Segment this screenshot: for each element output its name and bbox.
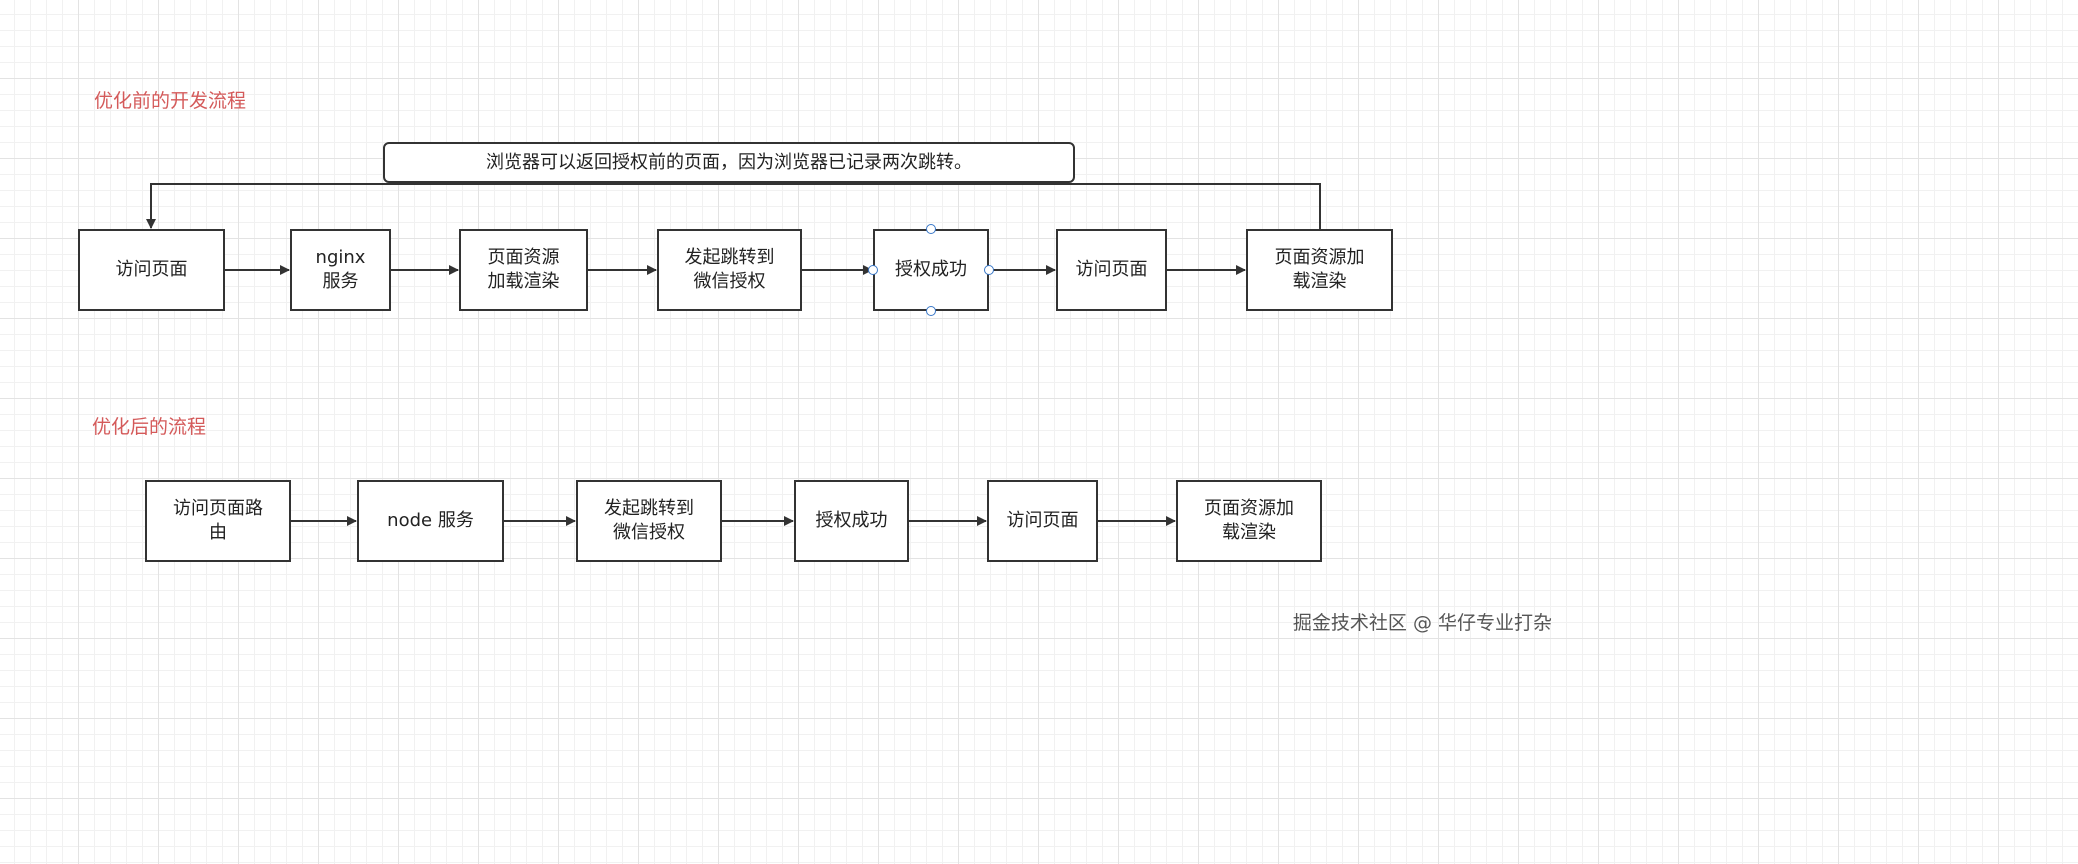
after-node-resource-render[interactable]: 页面资源加载渲染 (1176, 480, 1322, 562)
before-node-resource-render-again[interactable]: 页面资源加载渲染 (1246, 229, 1393, 311)
before-node-auth-success[interactable]: 授权成功 (873, 229, 989, 311)
selection-handle-top[interactable] (926, 224, 936, 234)
before-node-visit-page[interactable]: 访问页面 (78, 229, 225, 311)
after-node-label: 访问页面 (1006, 510, 1079, 531)
flow-connectors (146, 183, 1321, 526)
after-node-wechat-redirect[interactable]: 发起跳转到微信授权 (576, 480, 722, 562)
after-node-auth-success[interactable]: 授权成功 (794, 480, 909, 562)
before-node-visit-page-again[interactable]: 访问页面 (1056, 229, 1167, 311)
before-flow-title: 优化前的开发流程 (94, 90, 247, 112)
selection-handle-left[interactable] (868, 265, 878, 275)
before-node-label: 访问页面 (115, 259, 188, 280)
before-node-label: 授权成功 (895, 259, 967, 280)
after-node-node-service[interactable]: node 服务 (357, 480, 504, 562)
after-node-label: 页面资源加载渲染 (1204, 498, 1294, 543)
before-node-label: 页面资源加载渲染 (487, 247, 560, 292)
after-node-label: 发起跳转到微信授权 (604, 498, 694, 543)
before-node-nginx-service[interactable]: nginx 服务 (290, 229, 391, 311)
after-flow-title: 优化后的流程 (92, 416, 207, 438)
after-node-label: node 服务 (387, 510, 474, 531)
before-node-label: 发起跳转到微信授权 (684, 247, 775, 292)
browser-history-note-text: 浏览器可以返回授权前的页面，因为浏览器已记录两次跳转。 (486, 151, 972, 173)
selection-handle-bottom[interactable] (926, 306, 936, 316)
before-node-wechat-redirect[interactable]: 发起跳转到微信授权 (657, 229, 802, 311)
before-node-label: 页面资源加载渲染 (1274, 247, 1365, 292)
before-node-resource-render[interactable]: 页面资源加载渲染 (459, 229, 588, 311)
arrow-back-loop (146, 183, 1321, 229)
selection-handle-right[interactable] (984, 265, 994, 275)
source-watermark: 掘金技术社区 @ 华仔专业打杂 (1292, 612, 1552, 634)
after-node-label: 访问页面路由 (173, 498, 263, 543)
before-node-label: 访问页面 (1075, 259, 1148, 280)
after-node-label: 授权成功 (815, 510, 888, 531)
after-node-visit-page[interactable]: 访问页面 (987, 480, 1098, 562)
before-node-label: nginx 服务 (315, 247, 366, 292)
after-node-visit-route[interactable]: 访问页面路由 (145, 480, 291, 562)
browser-history-note[interactable]: 浏览器可以返回授权前的页面，因为浏览器已记录两次跳转。 (383, 142, 1075, 183)
